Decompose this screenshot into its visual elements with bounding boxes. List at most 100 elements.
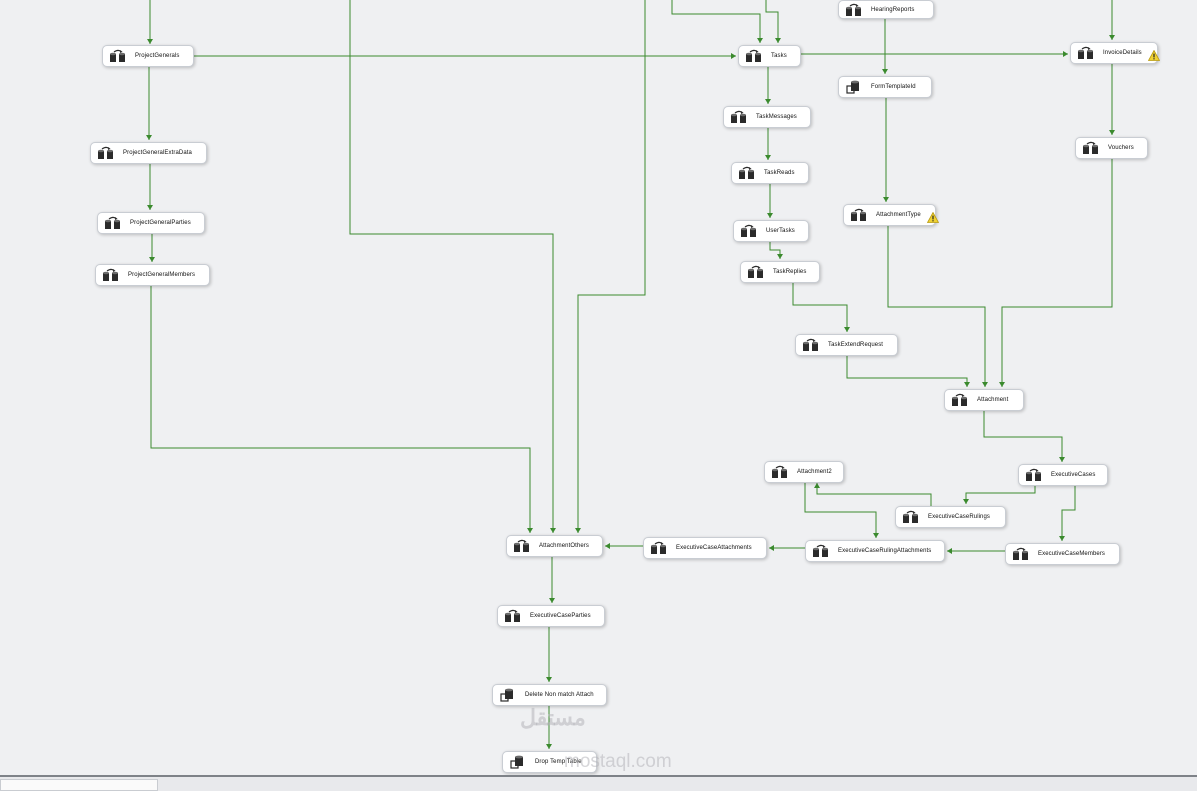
task-project-generals[interactable]: ProjectGenerals [102, 45, 194, 67]
task-label: Tasks [771, 53, 787, 59]
status-bar [0, 775, 1197, 791]
constraint-arrowhead [769, 545, 774, 551]
precedence-constraint[interactable] [816, 483, 932, 506]
task-label: TaskExtendRequest [828, 342, 884, 348]
task-attachment-type[interactable]: AttachmentType [843, 204, 939, 226]
task-label: FormTemplateId [871, 84, 916, 90]
constraint-arrowhead [964, 382, 970, 387]
precedence-constraint[interactable] [804, 483, 877, 538]
task-project-general-members[interactable]: ProjectGeneralMembers [95, 264, 210, 286]
task-label: Delete Non match Attach [525, 692, 594, 698]
task-label: AttachmentType [876, 212, 921, 218]
constraint-arrowhead [147, 205, 153, 210]
data-flow-icon [902, 510, 920, 524]
control-flow-canvas[interactable]: HearingReports ProjectGenerals Tasks Inv… [0, 0, 1197, 775]
task-drop-temp-table[interactable]: Drop Temp Table [502, 751, 597, 773]
task-label: ExecutiveCaseParties [530, 613, 591, 619]
warning-icon [921, 210, 939, 223]
task-project-general-parties[interactable]: ProjectGeneralParties [97, 212, 205, 234]
task-attachment[interactable]: Attachment [944, 389, 1024, 411]
precedence-constraint[interactable] [1001, 159, 1113, 387]
task-executive-case-ruling-attachments[interactable]: ExecutiveCaseRulingAttachments [805, 540, 945, 562]
task-task-extend-request[interactable]: TaskExtendRequest [795, 334, 898, 356]
data-flow-icon [730, 110, 748, 124]
task-hearing-reports[interactable]: HearingReports [838, 0, 934, 19]
task-attachment-others[interactable]: AttachmentOthers [506, 535, 603, 557]
constraint-arrowhead [775, 38, 781, 43]
constraint-arrowhead [550, 528, 556, 533]
task-label: ExecutiveCaseRulingAttachments [838, 548, 932, 554]
task-label: ProjectGenerals [135, 53, 180, 59]
data-flow-icon [109, 49, 127, 63]
constraint-arrowhead [605, 543, 610, 549]
task-executive-case-parties[interactable]: ExecutiveCaseParties [497, 605, 605, 627]
data-flow-icon [97, 146, 115, 160]
task-label: HearingReports [871, 6, 915, 13]
data-flow-icon [812, 544, 830, 558]
task-form-template-id[interactable]: FormTemplateId [838, 76, 932, 98]
designer-tab[interactable] [0, 779, 158, 791]
task-executive-cases[interactable]: ExecutiveCases [1018, 464, 1108, 486]
task-delete-non-match-attach[interactable]: Delete Non match Attach [492, 684, 607, 706]
precedence-constraint[interactable] [765, 0, 779, 43]
constraint-arrowhead [873, 533, 879, 538]
precedence-constraint[interactable] [671, 0, 761, 43]
data-flow-icon [745, 49, 763, 63]
task-task-reads[interactable]: TaskReads [731, 162, 809, 184]
precedence-constraint[interactable] [1061, 486, 1076, 541]
task-invoice-details[interactable]: InvoiceDetails [1070, 42, 1160, 64]
task-task-messages[interactable]: TaskMessages [723, 106, 811, 128]
task-user-tasks[interactable]: UserTasks [733, 220, 809, 242]
constraint-arrowhead [731, 53, 736, 59]
constraint-arrowhead [814, 483, 820, 488]
task-tasks[interactable]: Tasks [738, 45, 801, 67]
constraint-arrowhead [549, 598, 555, 603]
constraint-arrowhead [546, 744, 552, 749]
precedence-constraint[interactable] [349, 0, 554, 533]
task-label: ExecutiveCaseRulings [928, 514, 991, 520]
task-attachment2[interactable]: Attachment2 [764, 461, 844, 483]
task-executive-case-rulings[interactable]: ExecutiveCaseRulings [895, 506, 1006, 528]
task-label: UserTasks [766, 228, 795, 234]
constraint-arrowhead [757, 38, 763, 43]
data-flow-icon [850, 208, 868, 222]
constraint-arrowhead [947, 548, 952, 554]
constraint-arrowhead [999, 382, 1005, 387]
sql-task-icon [499, 688, 517, 702]
constraint-arrowhead [149, 257, 155, 262]
data-flow-icon [747, 265, 765, 279]
constraint-arrowhead [982, 382, 988, 387]
task-label: Attachment [977, 397, 1009, 403]
precedence-constraint[interactable] [846, 356, 968, 387]
task-vouchers[interactable]: Vouchers [1075, 137, 1148, 159]
precedence-constraint[interactable] [983, 411, 1063, 462]
precedence-constraint[interactable] [150, 286, 531, 533]
precedence-constraint[interactable] [577, 0, 646, 533]
constraint-arrowhead [844, 327, 850, 332]
constraint-arrowhead [1109, 35, 1115, 40]
precedence-constraint[interactable] [792, 283, 848, 332]
task-project-general-extra-data[interactable]: ProjectGeneralExtraData [90, 142, 207, 164]
task-label: TaskMessages [756, 114, 797, 120]
sql-task-icon [509, 755, 527, 769]
task-task-replies[interactable]: TaskReplies [740, 261, 820, 283]
constraint-arrowhead [765, 155, 771, 160]
task-executive-case-members[interactable]: ExecutiveCaseMembers [1005, 543, 1120, 565]
constraint-arrowhead [1059, 457, 1065, 462]
data-flow-icon [1082, 141, 1100, 155]
data-flow-icon [102, 268, 120, 282]
data-flow-icon [1077, 46, 1095, 60]
constraint-arrowhead [777, 254, 783, 259]
precedence-constraint[interactable] [965, 486, 1036, 504]
data-flow-icon [504, 609, 522, 623]
constraint-arrowhead [767, 213, 773, 218]
task-label: Drop Temp Table [535, 759, 582, 765]
constraint-arrowhead [147, 39, 153, 44]
constraint-arrowhead [527, 528, 533, 533]
constraint-arrowhead [1063, 51, 1068, 57]
precedence-constraint[interactable] [887, 226, 986, 387]
task-label: TaskReads [764, 170, 795, 176]
task-label: AttachmentOthers [539, 543, 589, 549]
task-executive-case-attachments[interactable]: ExecutiveCaseAttachments [643, 537, 767, 559]
constraint-arrowhead [1059, 536, 1065, 541]
